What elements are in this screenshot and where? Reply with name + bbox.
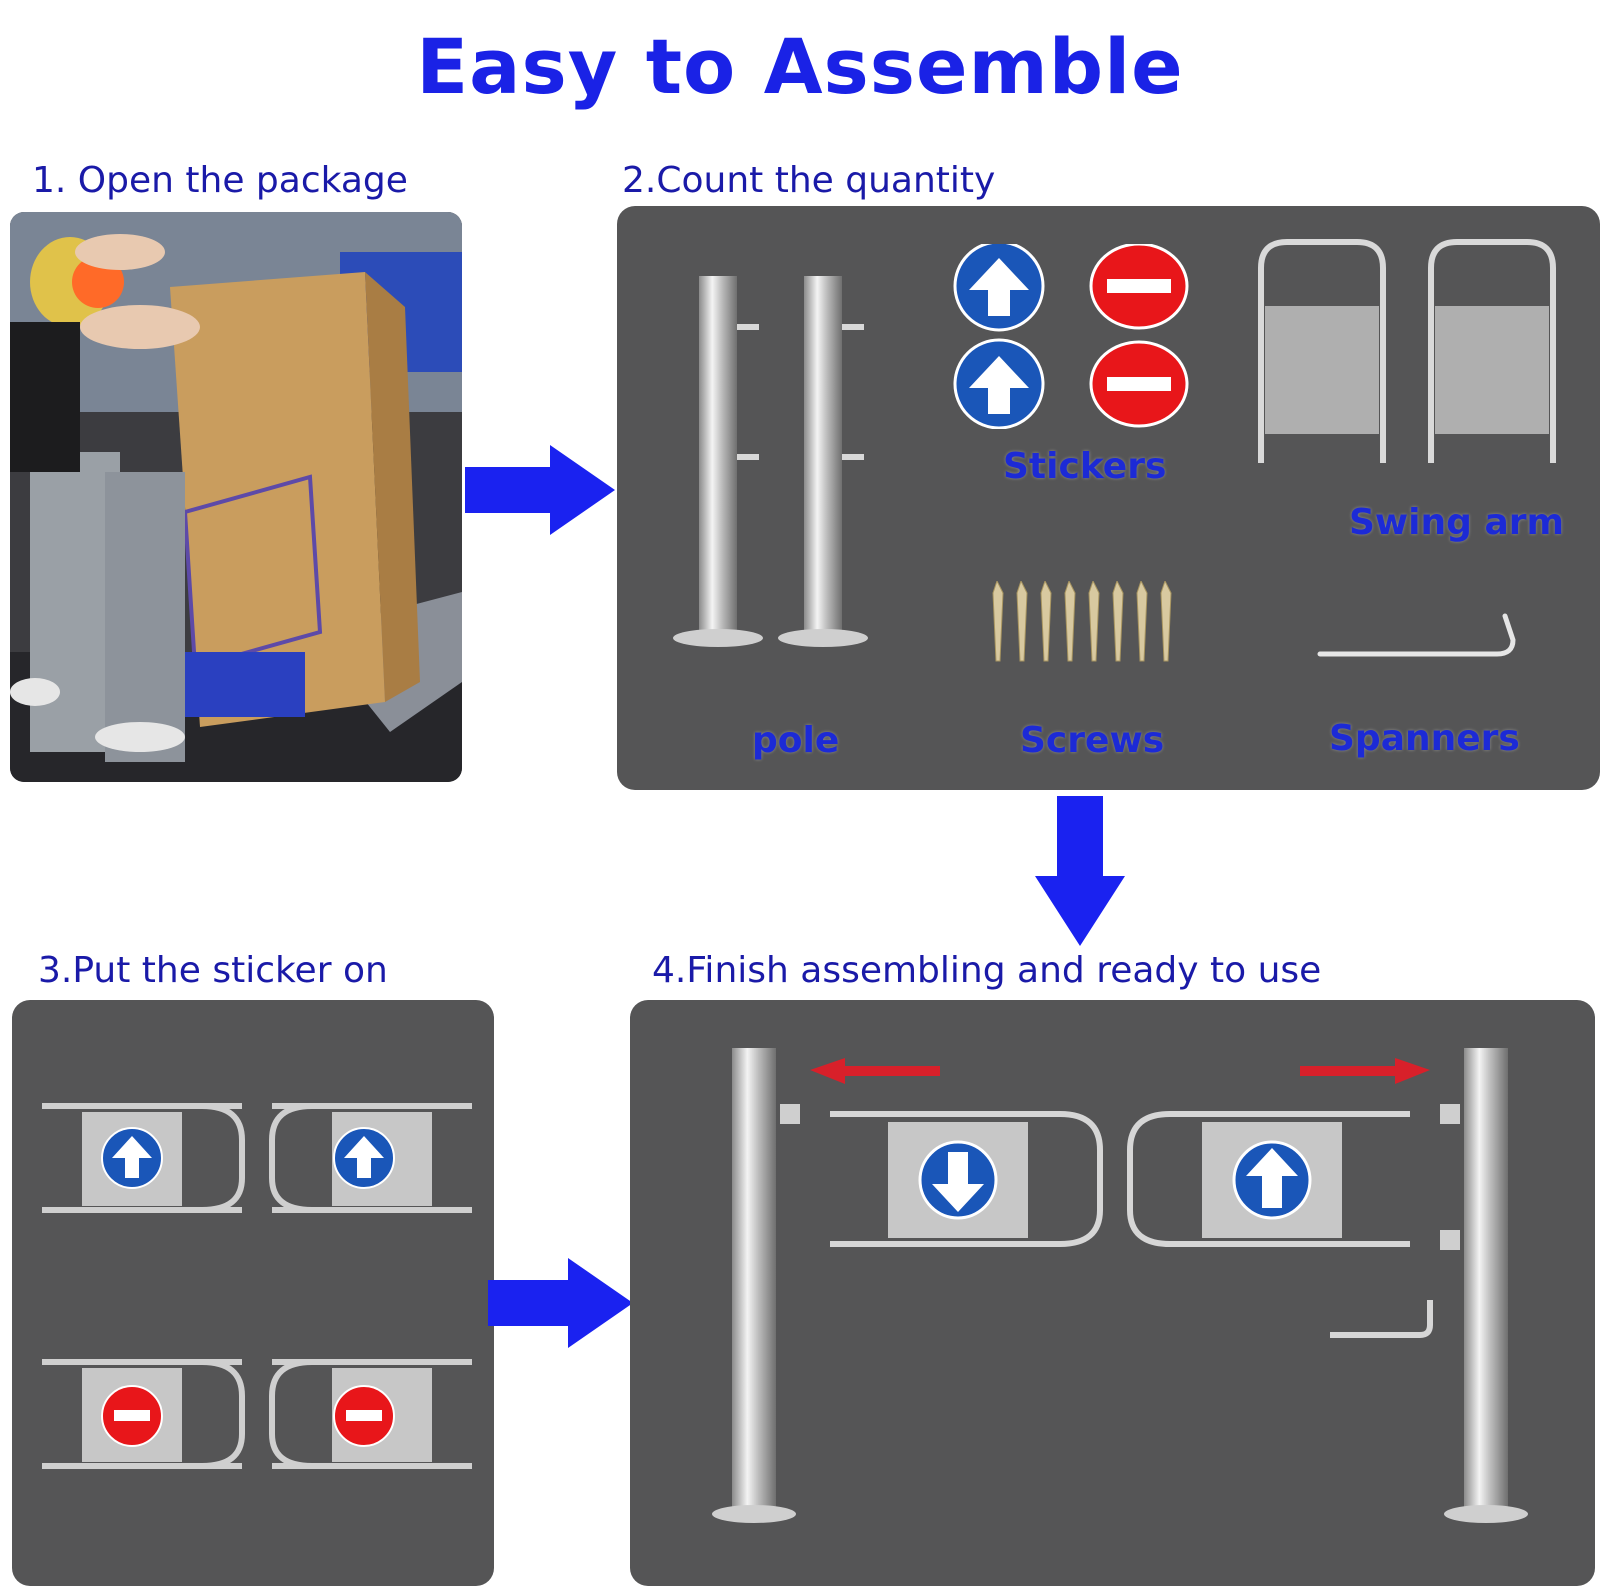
swing-arm-label: Swing arm — [1349, 502, 1565, 543]
arrow-down-icon — [1035, 796, 1125, 946]
gate-arms-with-stickers — [42, 1103, 472, 1469]
stickers-label: Stickers — [1003, 446, 1167, 487]
step-2-heading: 2.Count the quantity — [622, 160, 996, 201]
step-4-heading: 4.Finish assembling and ready to use — [652, 950, 1322, 991]
screws-label: Screws — [1020, 720, 1165, 761]
step-1-heading: 1. Open the package — [32, 160, 408, 201]
assembled-panel — [630, 1000, 1595, 1586]
poles-icon — [673, 276, 868, 647]
assembled-gate — [712, 1048, 1528, 1523]
pole-label: pole — [752, 720, 840, 761]
parts-panel: Stickers Swing arm pole Screws Spanners — [617, 206, 1600, 790]
arrow-right-icon — [465, 445, 615, 535]
step-3-heading: 3.Put the sticker on — [38, 950, 388, 991]
page-title: Easy to Assemble — [416, 22, 1184, 111]
stickers-icon — [953, 244, 1189, 429]
package-photo — [10, 212, 462, 782]
swing-arm-icon — [1258, 239, 1556, 463]
screws-icon — [992, 581, 1172, 662]
cardboard-box — [170, 272, 385, 727]
spanner-icon — [1317, 613, 1516, 657]
arrow-right-icon-2 — [488, 1258, 633, 1348]
sticker-panel — [12, 1000, 494, 1586]
spanners-label: Spanners — [1329, 718, 1520, 759]
